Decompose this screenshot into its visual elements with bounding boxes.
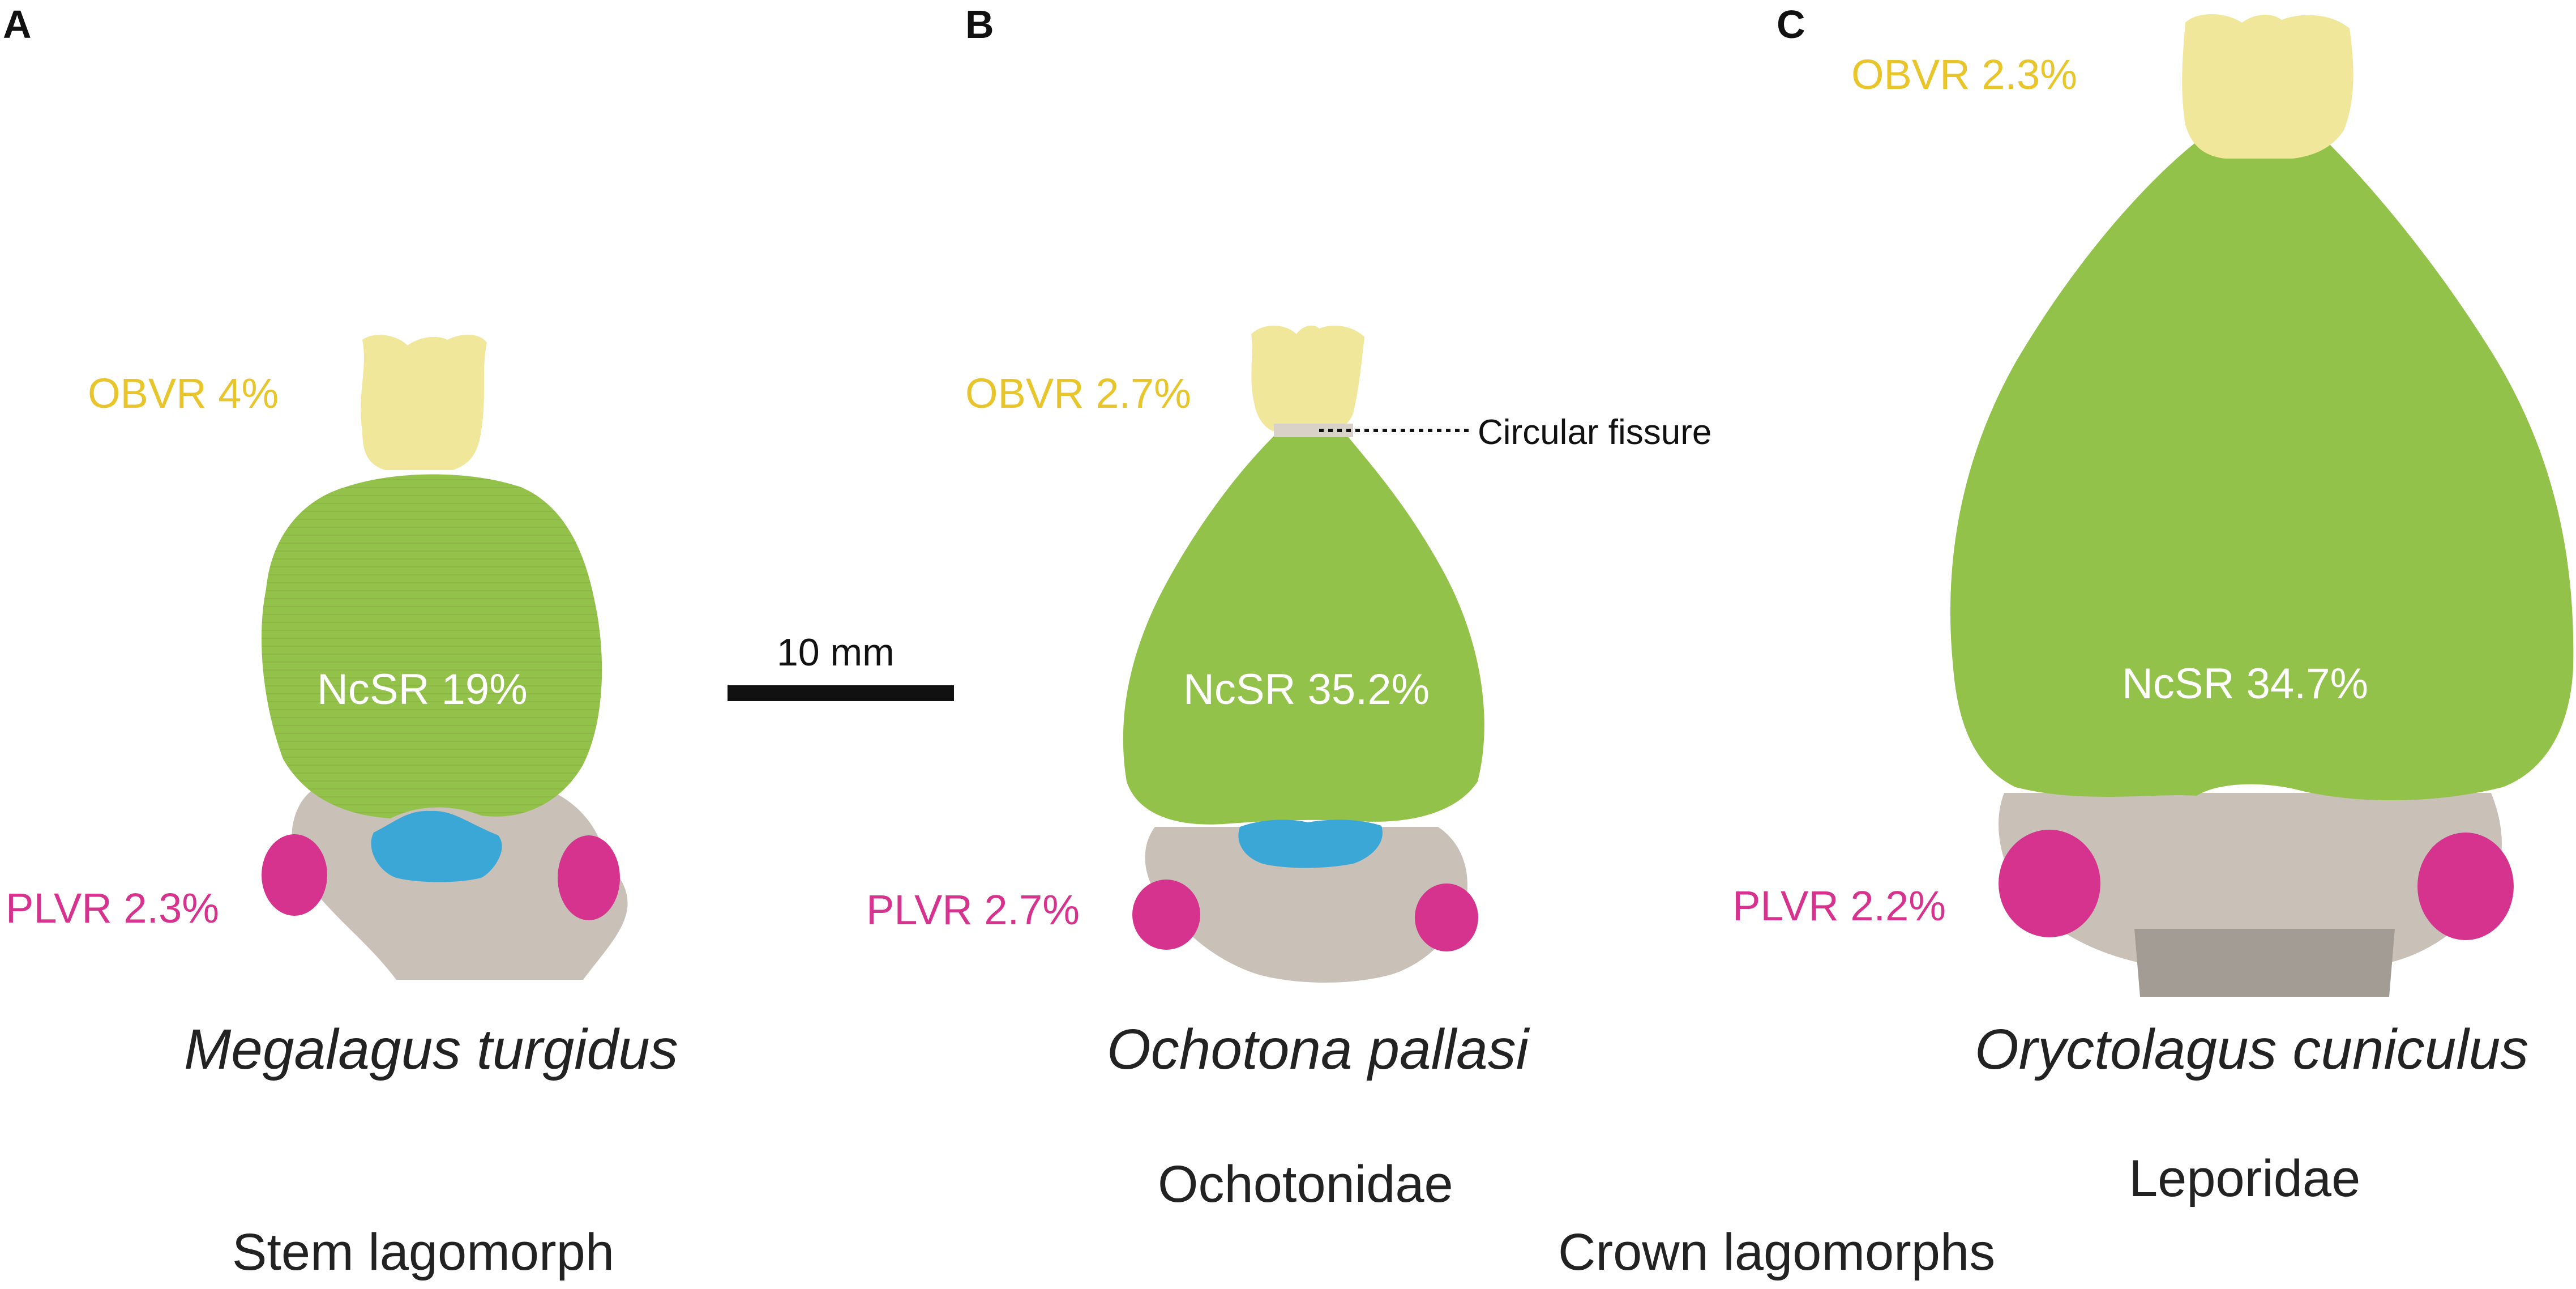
- obvr-label-b: OBVR 2.7%: [965, 370, 1191, 417]
- brainstem-b: [1145, 827, 1467, 983]
- group-label-stem: Stem lagomorph: [232, 1223, 614, 1281]
- petrosal-lobule-a-left: [262, 834, 327, 916]
- ncsr-label-c: NcSR 34.7%: [2122, 660, 2369, 708]
- family-label-c: Leporidae: [2129, 1150, 2361, 1207]
- plvr-label-a: PLVR 2.3%: [6, 885, 220, 932]
- petrosal-lobule-c-right: [2417, 833, 2514, 940]
- brain-a: [261, 334, 628, 980]
- scale-bar: [728, 685, 954, 701]
- petrosal-lobule-b-right: [1415, 883, 1478, 951]
- obvr-label-c: OBVR 2.3%: [1851, 51, 2077, 98]
- brainstem-c: [1999, 793, 2502, 963]
- panel-letter-c: C: [1777, 2, 1805, 46]
- neocortex-a-texture: [261, 474, 602, 818]
- brain-b: [1123, 325, 1484, 983]
- olfactory-bulb-b: [1251, 325, 1364, 433]
- family-label-b: Ochotonidae: [1158, 1155, 1453, 1213]
- plvr-label-b: PLVR 2.7%: [866, 886, 1080, 933]
- circular-fissure-label: Circular fissure: [1478, 413, 1712, 452]
- species-label-b: Ochotona pallasi: [1107, 1018, 1529, 1081]
- plvr-label-c: PLVR 2.2%: [1732, 882, 1946, 929]
- species-label-a: Megalagus turgidus: [184, 1018, 678, 1081]
- petrosal-lobule-c-left: [1999, 830, 2100, 937]
- ncsr-label-a: NcSR 19%: [317, 665, 528, 714]
- panel-letter-b: B: [965, 2, 994, 46]
- group-label-crown: Crown lagomorphs: [1558, 1223, 1996, 1281]
- scale-bar-label: 10 mm: [777, 631, 895, 674]
- species-label-c: Oryctolagus cuniculus: [1975, 1018, 2529, 1081]
- vermis-b: [1238, 820, 1383, 868]
- petrosal-lobule-b-left: [1132, 880, 1200, 950]
- vermis-a: [371, 810, 502, 882]
- ncsr-label-b: NcSR 35.2%: [1183, 665, 1430, 714]
- neocortex-c: [1950, 142, 2574, 801]
- obvr-label-a: OBVR 4%: [88, 370, 279, 417]
- petrosal-lobule-a-right: [558, 835, 620, 920]
- olfactory-bulb-a: [361, 334, 487, 470]
- olfactory-bulb-c: [2182, 14, 2354, 159]
- brain-c: [1950, 14, 2574, 997]
- neocortex-b: [1123, 436, 1484, 825]
- panel-letter-a: A: [3, 2, 32, 46]
- brainstem-c-base: [2134, 929, 2395, 997]
